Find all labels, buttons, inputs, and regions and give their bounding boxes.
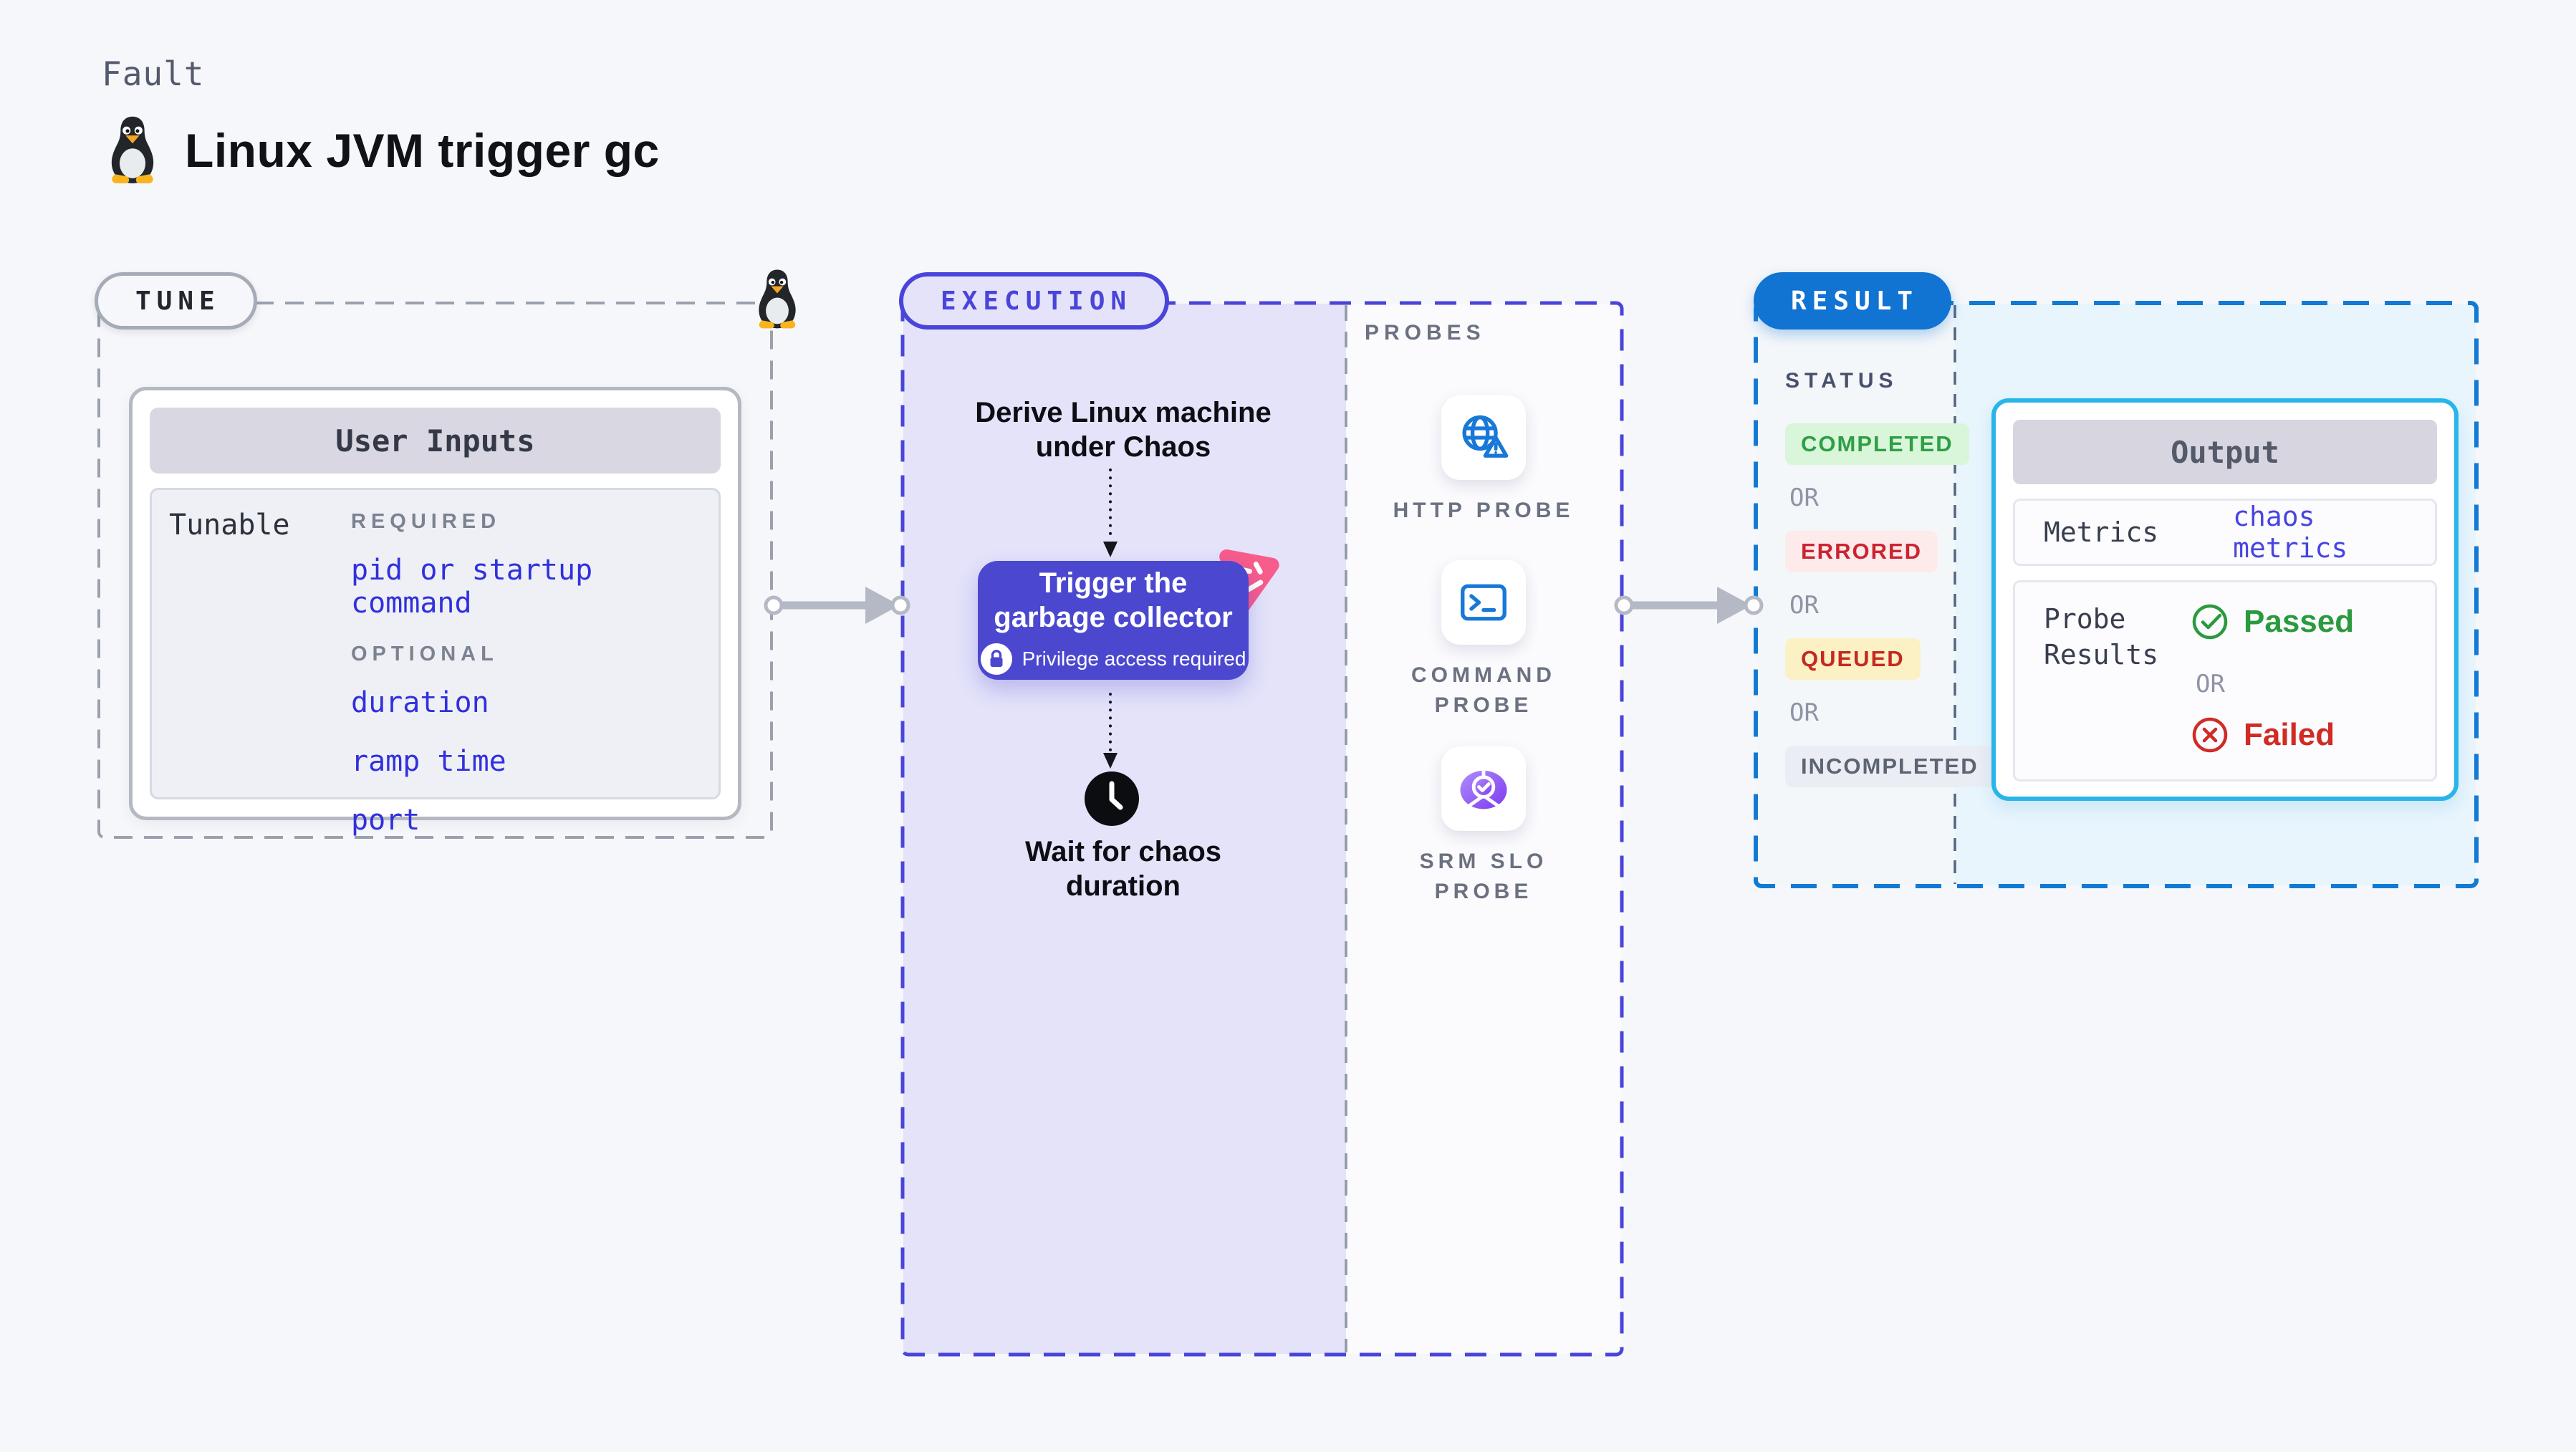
status-badge-incompleted: INCOMPLETED: [1785, 746, 1994, 787]
result-pill: RESULT: [1754, 272, 1952, 330]
execution-pill: EXECUTION: [899, 272, 1170, 330]
status-label: STATUS: [1785, 369, 1898, 393]
privilege-note-label: Privilege access required: [1022, 648, 1246, 670]
connector-arrow-execution-to-result: [1614, 587, 1764, 624]
status-region: [1756, 304, 1955, 885]
optional-group-label: OPTIONAL: [351, 643, 499, 665]
lock-icon: [980, 643, 1012, 675]
tux-penguin-icon: [759, 269, 796, 329]
slo-donut-icon: [1460, 770, 1507, 809]
connector-arrow-tune-to-execution: [764, 587, 910, 624]
execution-section: EXECUTION Derive Linux machine under Cha…: [899, 272, 1624, 1357]
tunable-inputs-list: REQUIRED pid or startup command OPTIONAL…: [351, 510, 719, 862]
or-label: OR: [2196, 670, 2225, 698]
globe-alert-icon: [1462, 415, 1509, 458]
http-probe-card: [1441, 395, 1526, 480]
execution-flow-region: [903, 304, 1346, 1354]
or-label: OR: [1789, 484, 1819, 512]
failed-label: Failed: [2244, 717, 2335, 752]
metrics-label: Metrics: [2044, 516, 2159, 548]
failed-verdict: Failed: [2191, 716, 2335, 754]
probe-results-label: Probe Results: [2044, 603, 2159, 670]
user-inputs-card: User Inputs Tunable REQUIRED pid or star…: [129, 387, 741, 837]
or-label: OR: [1789, 591, 1819, 620]
wait-step-label: Wait for chaos duration: [1024, 836, 1222, 902]
tunable-panel: Tunable REQUIRED pid or startup command …: [150, 488, 721, 837]
trigger-gc-node[interactable]: Trigger the garbage collector Privilege …: [978, 561, 1249, 680]
output-header: Output: [2013, 420, 2437, 484]
result-section: RESULT STATUS COMPLETED OR ERRORED OR QU…: [1754, 272, 2479, 888]
check-circle-icon: [2192, 604, 2228, 640]
srm-slo-probe-label: SRM SLO PROBE: [1419, 850, 1548, 903]
status-badge-errored: ERRORED: [1785, 531, 1938, 572]
fault-eyebrow: Fault: [102, 54, 205, 93]
status-badge-completed: COMPLETED: [1785, 423, 1969, 465]
srm-slo-probe-card: [1441, 746, 1526, 831]
privilege-note-row: Privilege access required: [980, 643, 1246, 675]
flow-down-arrow-icon: [1103, 693, 1118, 769]
tunable-input-link-port[interactable]: port: [351, 804, 420, 837]
tune-section: TUNE User Inputs Tunable REQUIRED pid or…: [95, 269, 796, 840]
user-inputs-header: User Inputs: [150, 408, 721, 473]
command-probe-label: COMMAND PROBE: [1411, 663, 1556, 717]
trigger-gc-title: Trigger the garbage collector: [994, 567, 1233, 633]
result-dashed-border: [1754, 301, 2479, 888]
terminal-icon: [1461, 584, 1506, 621]
page-title-row: Linux JVM trigger gc: [102, 115, 660, 186]
tunable-input-link-pid[interactable]: pid or startup command: [351, 554, 593, 620]
or-label: OR: [1789, 698, 1819, 727]
output-card: Output Metrics chaos metrics Probe Resul…: [1991, 398, 2459, 801]
tux-penguin-icon: [111, 116, 154, 183]
tunable-input-link-ramp-time[interactable]: ramp time: [351, 745, 506, 778]
page-title: Linux JVM trigger gc: [185, 124, 660, 177]
tunable-input-link-duration[interactable]: duration: [351, 686, 489, 719]
passed-label: Passed: [2244, 604, 2355, 639]
execution-dashed-border: [900, 301, 1624, 1357]
metrics-value-link[interactable]: chaos metrics: [2233, 501, 2348, 564]
clock-icon: [1085, 771, 1139, 826]
derive-step-label: Derive Linux machine under Chaos: [975, 397, 1272, 463]
probe-results-row: Probe Results Passed OR Failed: [2013, 580, 2437, 782]
required-group-label: REQUIRED: [351, 510, 501, 533]
probes-label: PROBES: [1365, 321, 1486, 345]
status-badge-queued: QUEUED: [1785, 638, 1921, 680]
http-probe-label: HTTP PROBE: [1393, 499, 1575, 522]
status-column: STATUS COMPLETED OR ERRORED OR QUEUED OR…: [1785, 369, 1994, 806]
tune-pill: TUNE: [95, 272, 257, 330]
metrics-row: Metrics chaos metrics: [2013, 499, 2437, 566]
command-probe-card: [1441, 560, 1526, 645]
passed-verdict: Passed: [2191, 602, 2354, 641]
flow-down-arrow-icon: [1103, 468, 1118, 557]
x-circle-icon: [2192, 717, 2228, 753]
tunable-label: Tunable: [169, 509, 290, 542]
